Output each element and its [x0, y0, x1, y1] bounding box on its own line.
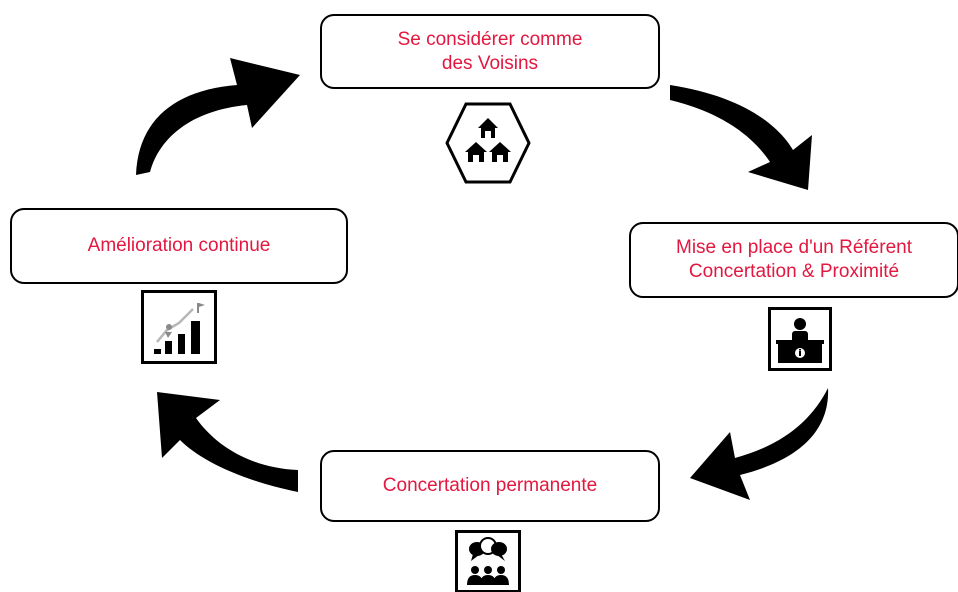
step-text-line: Concertation & Proximité [688, 261, 900, 282]
step-text-line: Amélioration continue [87, 235, 271, 256]
step-box-voisins: Se considérer comme des Voisins [320, 14, 660, 89]
houses-hexagon-icon [445, 102, 531, 184]
step-text-line: Se considérer comme [397, 28, 583, 50]
step-text-line: Mise en place d'un Référent [676, 237, 912, 258]
step-box-concertation: Concertation permanente [320, 450, 660, 522]
arrow-bottom-left [157, 392, 298, 492]
reception-desk-icon [768, 307, 832, 371]
arrow-top-right [670, 85, 812, 190]
step-text-line: des Voisins [441, 52, 539, 74]
step-box-amelioration: Amélioration continue [10, 208, 348, 284]
step-text-line: Concertation permanente [382, 475, 598, 496]
step-label-referent: Mise en place d'un Référent Concertation… [676, 236, 912, 284]
step-label-voisins: Se considérer comme des Voisins [398, 28, 583, 76]
arrow-top-left [136, 58, 300, 175]
arrow-bottom-right [690, 388, 829, 500]
growth-chart-icon [141, 290, 217, 364]
step-box-referent: Mise en place d'un Référent Concertation… [629, 222, 958, 298]
group-discussion-icon [455, 530, 521, 592]
